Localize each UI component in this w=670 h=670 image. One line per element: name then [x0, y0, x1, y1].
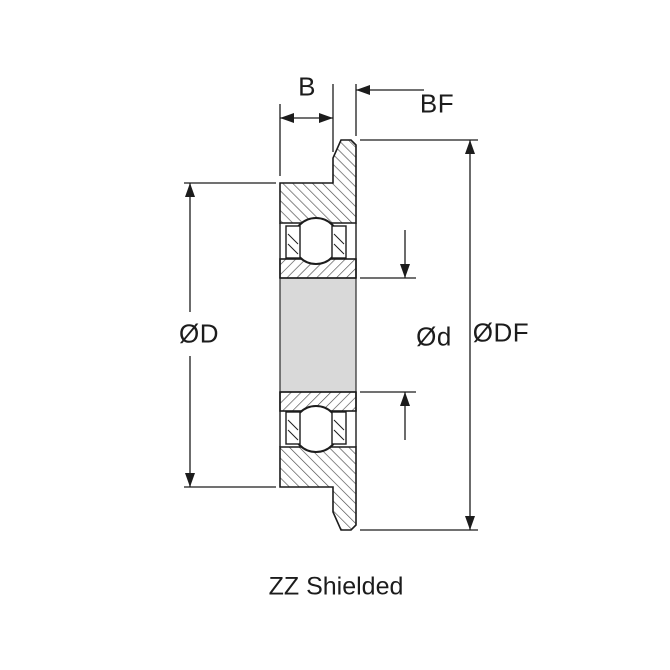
bearing-body — [279, 139, 357, 531]
shield-top-right — [331, 225, 347, 259]
arrow-bf — [356, 85, 370, 95]
outer-ring-flange-bottom — [279, 446, 357, 531]
dim-label-flange-width-bf: BF — [419, 88, 455, 119]
arrow-od-bottom — [185, 473, 195, 487]
arrow-id-bottom — [400, 392, 410, 406]
shield-bottom-right — [331, 411, 347, 445]
shield-bottom-left — [285, 411, 301, 445]
arrow-b-right — [319, 113, 333, 123]
dim-label-width-b: B — [298, 71, 316, 102]
arrow-id-top — [400, 264, 410, 278]
arrow-od-top — [185, 183, 195, 197]
arrow-odf-top — [465, 140, 475, 154]
shield-top-left — [285, 225, 301, 259]
arrow-odf-bottom — [465, 516, 475, 530]
dimension-lines — [184, 84, 478, 531]
bore-region — [279, 277, 357, 393]
outer-ring-flange-top — [279, 139, 357, 224]
diagram-caption: ZZ Shielded — [268, 572, 404, 601]
dim-label-bore-diameter: Ød — [416, 321, 452, 352]
arrow-b-left — [280, 113, 294, 123]
dim-label-outer-diameter: ØD — [179, 318, 219, 349]
dim-label-flange-diameter: ØDF — [472, 317, 530, 348]
